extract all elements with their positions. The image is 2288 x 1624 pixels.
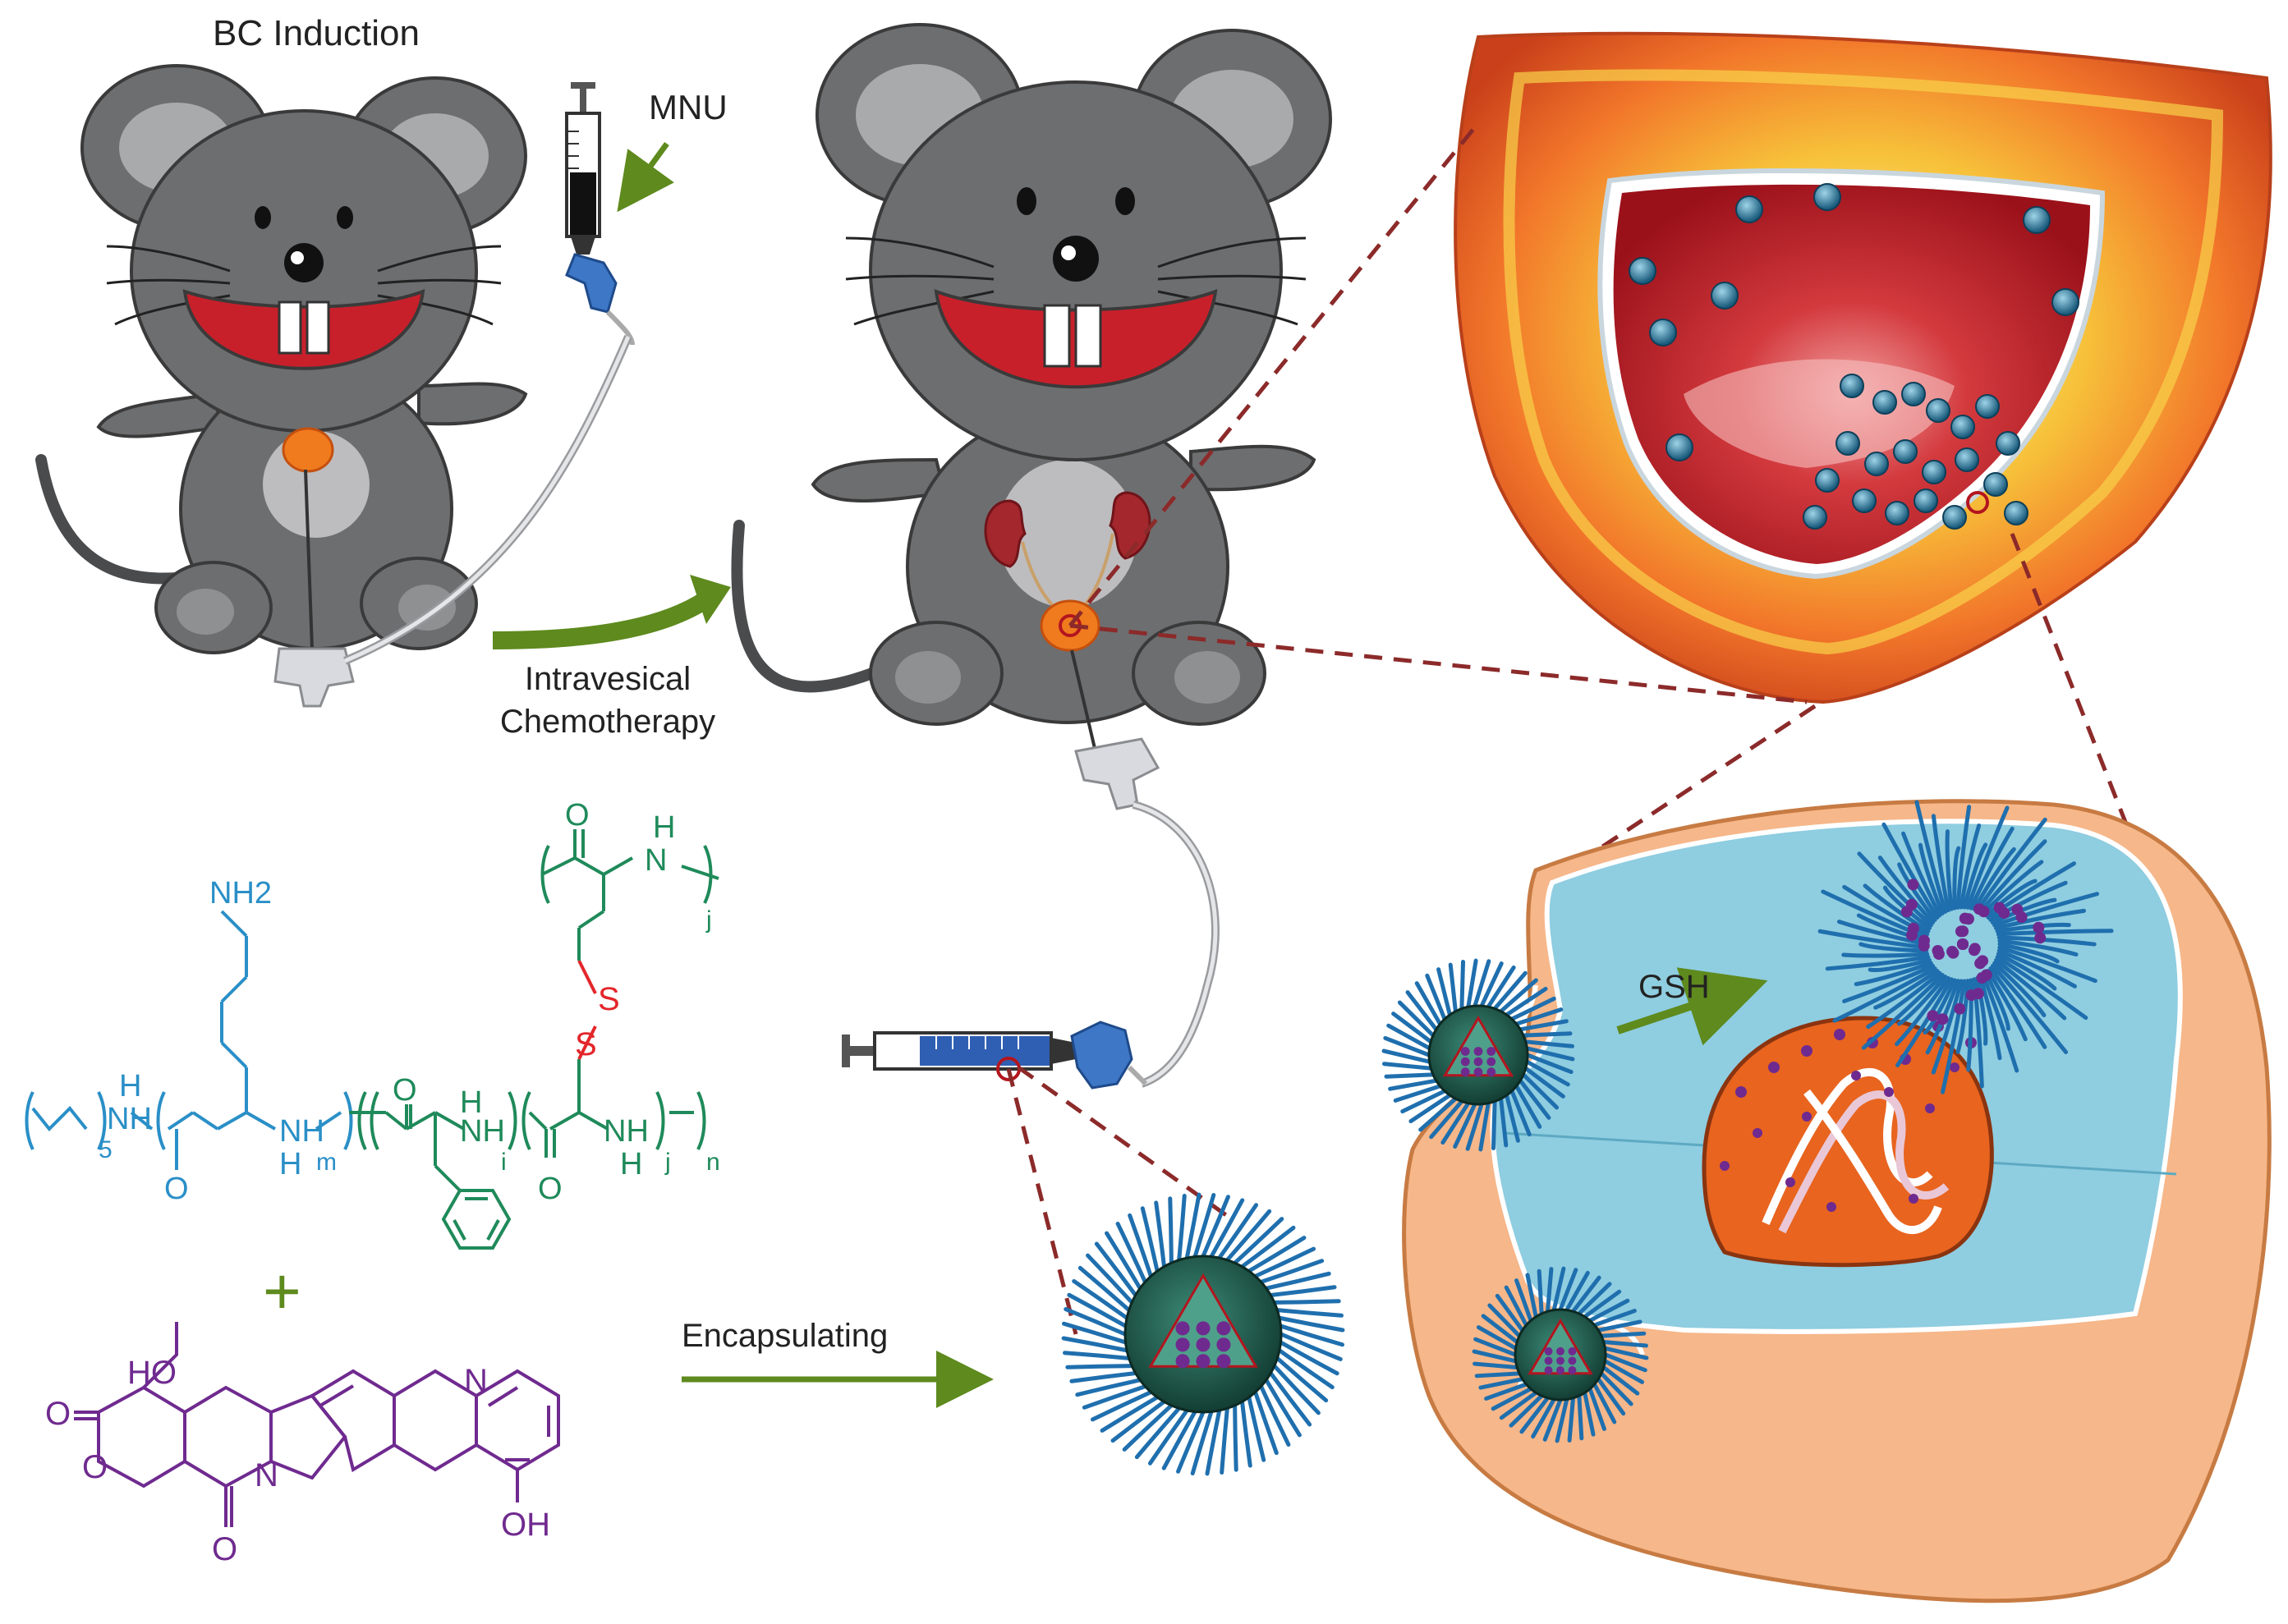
svg-text:NH: NH: [604, 1114, 649, 1149]
lumen-nanoparticles: [1629, 183, 2079, 530]
svg-text:5: 5: [99, 1136, 113, 1163]
kidney-right-icon: [1109, 491, 1151, 560]
svg-text:O: O: [538, 1172, 563, 1206]
svg-text:NH: NH: [460, 1114, 505, 1149]
micelle-icon-endocytosis-top: [1381, 958, 1575, 1152]
mouse-mouth-icon: [182, 288, 425, 370]
micelle-icon-endocytosis-bottom: [1472, 1266, 1649, 1443]
svg-text:i: i: [501, 1149, 507, 1176]
svg-text:H: H: [279, 1147, 301, 1181]
kidney-left-icon: [984, 499, 1027, 568]
svg-text:O: O: [565, 798, 590, 833]
svg-text:NH: NH: [279, 1114, 324, 1149]
svg-text:H: H: [653, 810, 675, 845]
intravesical-label-line1: Intravesical: [525, 661, 691, 697]
mnu-arrow-icon: [617, 141, 674, 213]
catheter-connector-icon: [273, 647, 355, 708]
mouse-center: [731, 23, 1332, 756]
plus-sign: +: [263, 1255, 301, 1328]
svg-text:O: O: [45, 1396, 71, 1432]
gsh-arrow-icon: [1616, 967, 1768, 1046]
svg-text:N: N: [255, 1457, 278, 1493]
polymer-structure: NH2 NH H 5 O NH H m O NH H i: [25, 798, 720, 1328]
svg-text:NH2: NH2: [209, 876, 272, 911]
gsh-label: GSH: [1638, 969, 1710, 1005]
bladder-icon: [282, 427, 334, 473]
svg-text:N: N: [645, 843, 667, 878]
mnu-label: MNU: [649, 88, 728, 126]
catheter-treatment-icon: [1074, 737, 1220, 1088]
intravesical-label-line2: Chemotherapy: [500, 704, 715, 740]
tissue-section-icon: [1454, 31, 2272, 704]
svg-text:O: O: [82, 1449, 108, 1485]
drug-structure: [74, 1322, 560, 1527]
svg-text:O: O: [393, 1073, 417, 1108]
svg-text:N: N: [464, 1363, 488, 1399]
svg-text:H: H: [620, 1147, 642, 1181]
syringe-treatment-icon: [842, 1021, 1148, 1090]
svg-text:j: j: [705, 906, 712, 934]
svg-text:S: S: [598, 981, 620, 1017]
bc-induction-title: BC Induction: [213, 13, 420, 53]
intravesical-arrow-icon: [492, 591, 712, 649]
svg-text:n: n: [706, 1149, 720, 1176]
micelle-icon-disassembled: [1817, 800, 2114, 1094]
svg-text:O: O: [212, 1531, 237, 1567]
svg-text:j: j: [664, 1149, 671, 1176]
micelle-icon-syringe-zoom: [1061, 1192, 1345, 1476]
svg-text:H: H: [460, 1085, 482, 1120]
cell-icon: [1402, 799, 2272, 1603]
svg-text:HO: HO: [127, 1355, 177, 1391]
svg-text:O: O: [164, 1172, 189, 1206]
mouse-left: [35, 64, 528, 708]
svg-text:H: H: [119, 1069, 141, 1103]
syringe-mnu-icon: [343, 82, 635, 665]
svg-text:S: S: [575, 1026, 597, 1062]
encapsulating-label: Encapsulating: [682, 1318, 888, 1354]
svg-text:m: m: [316, 1149, 337, 1176]
svg-text:NH: NH: [107, 1102, 152, 1136]
svg-text:OH: OH: [501, 1507, 550, 1543]
